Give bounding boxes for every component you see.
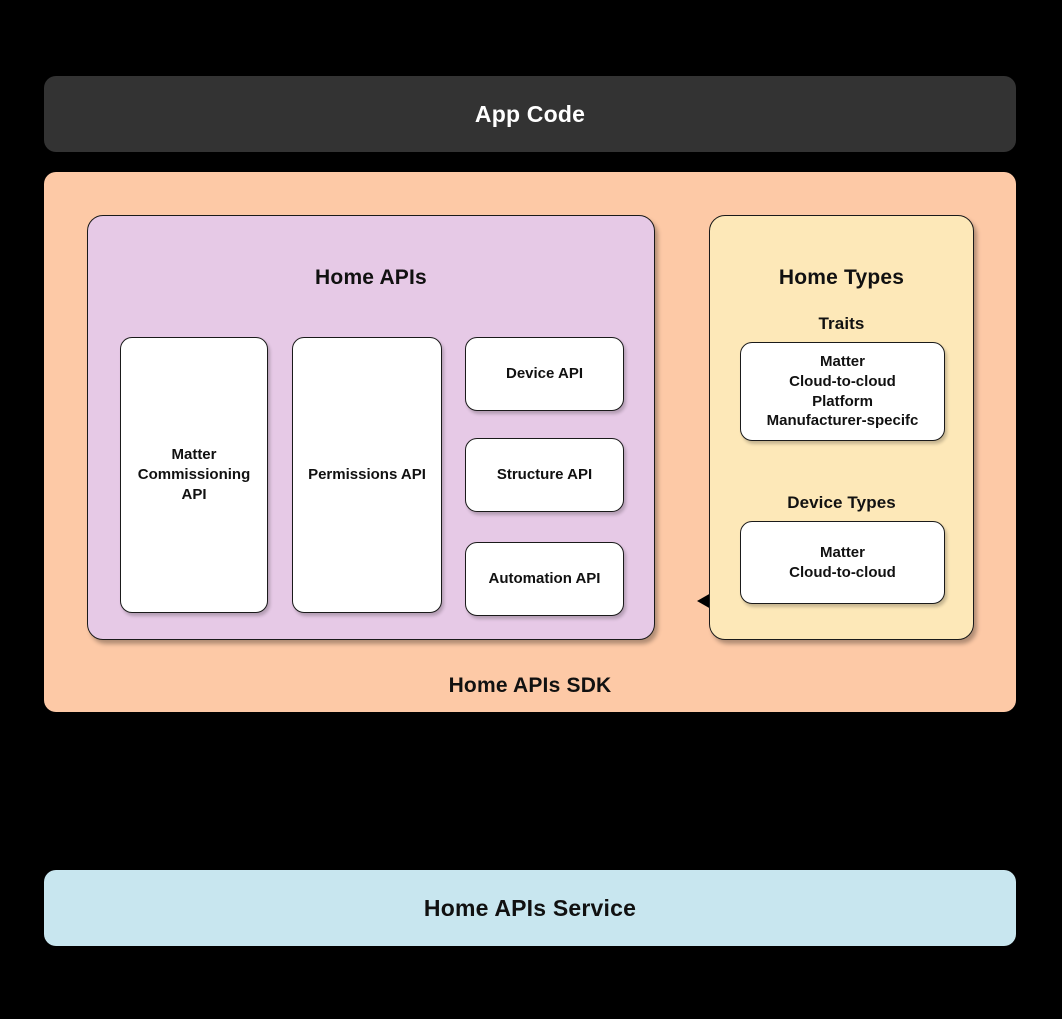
app-code-band: App Code: [44, 76, 1016, 152]
card-permissions-api-label: Permissions API: [308, 466, 426, 484]
card-device-api[interactable]: Device API: [465, 337, 624, 411]
card-structure-api[interactable]: Structure API: [465, 438, 624, 512]
card-matter-commissioning-api[interactable]: Matter Commissioning API: [120, 337, 268, 613]
card-device-types[interactable]: Matter Cloud-to-cloud: [740, 521, 945, 604]
card-traits[interactable]: Matter Cloud-to-cloud Platform Manufactu…: [740, 342, 945, 441]
home-types-panel: Home Types Traits Matter Cloud-to-cloud …: [709, 215, 974, 640]
home-apis-service-label: Home APIs Service: [423, 894, 637, 921]
app-code-label: App Code: [474, 100, 586, 127]
card-structure-api-label: Structure API: [496, 466, 593, 484]
card-device-types-items: Matter Cloud-to-cloud: [789, 543, 896, 581]
card-matter-commissioning-api-label: Matter Commissioning API: [137, 446, 251, 503]
home-apis-service-band: Home APIs Service: [44, 870, 1016, 946]
device-types-section-label: Device Types: [787, 493, 896, 512]
card-permissions-api[interactable]: Permissions API: [292, 337, 442, 613]
card-automation-api[interactable]: Automation API: [465, 542, 624, 616]
card-automation-api-label: Automation API: [488, 570, 601, 588]
traits-section-label: Traits: [818, 314, 865, 333]
home-apis-sdk-panel: Home APIs Matter Commissioning API Permi…: [44, 172, 1016, 712]
home-types-title: Home Types: [778, 266, 905, 289]
home-apis-title: Home APIs: [315, 266, 427, 289]
card-device-api-label: Device API: [506, 365, 583, 383]
home-apis-panel: Home APIs Matter Commissioning API Permi…: [87, 215, 655, 640]
home-apis-sdk-label: Home APIs SDK: [448, 674, 612, 697]
card-traits-items: Matter Cloud-to-cloud Platform Manufactu…: [766, 352, 919, 430]
